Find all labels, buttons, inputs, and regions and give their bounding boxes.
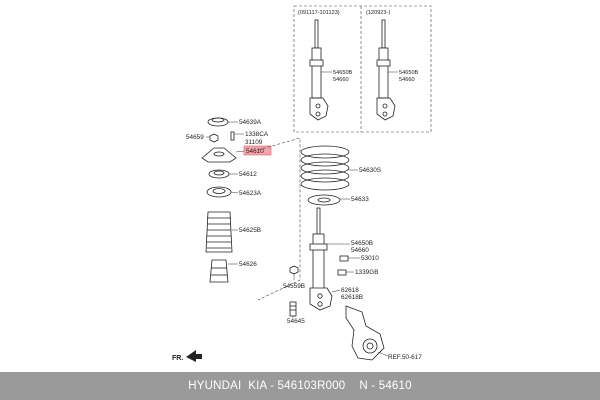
variant-left-part-b: 54660: [333, 77, 349, 83]
label-54659: 54659: [186, 134, 204, 141]
label-54650B: 54650B: [351, 240, 373, 247]
label-54610: 54610: [246, 148, 264, 155]
label-62618: 62618: [341, 287, 359, 294]
strut-variant-right: [376, 19, 396, 121]
coil-spring-54630S: 54630S: [300, 145, 381, 191]
variant-right-part-b: 54660: [399, 77, 415, 83]
nut-54559B: 54559B: [283, 265, 305, 290]
label-54626: 54626: [239, 261, 257, 268]
spring-seat-54623A: 54623A: [206, 186, 262, 198]
strut-assembly: [309, 207, 333, 311]
label-54559B: 54559B: [283, 283, 305, 290]
label-fr: FR.: [172, 355, 183, 362]
strut-mount-54610: 54610: [201, 145, 272, 163]
variant-right-part-a: 54650B: [399, 70, 419, 76]
bracket-53010: 53010: [339, 255, 379, 262]
label-54645: 54645: [287, 318, 305, 325]
front-arrow-icon: [186, 350, 202, 362]
label-54639A: 54639A: [239, 119, 262, 126]
strut-variant-left: [309, 19, 329, 121]
bolt-1339GB: 1339GB: [337, 269, 378, 276]
bearing-54612: 54612: [208, 169, 257, 179]
front-direction-marker: FR.: [172, 350, 202, 362]
variant-left-part-a: 54650B: [333, 70, 353, 76]
dust-boot-54625B: 54625B: [205, 211, 261, 253]
footer-position-number: N - 54610: [359, 380, 412, 392]
assembly-outline: [257, 137, 301, 301]
bolts-1338CA: 1338CA 31109: [230, 131, 269, 146]
label-54625B: 54625B: [239, 227, 261, 234]
bolt-54645: 54645: [287, 301, 305, 325]
steering-knuckle: [345, 305, 385, 361]
variant-label-left: (091117-101123): [298, 10, 340, 16]
footer-brand-part-number: HYUNDAI KIA - 546103R000: [188, 380, 346, 392]
spring-pad-54633: 54633: [307, 194, 369, 206]
highlight-54610: [243, 145, 272, 156]
label-54633: 54633: [351, 196, 369, 203]
label-54623A: 54623A: [239, 190, 262, 197]
footer-bar: HYUNDAI KIA - 546103R000 N - 54610: [0, 372, 600, 400]
variant-panel: (091117-101123) (120923-) 54650B 54660 5…: [293, 5, 432, 133]
variant-label-right: (120923-): [366, 10, 390, 16]
label-1338CA: 1338CA: [245, 131, 269, 138]
bump-stop-54626: 54626: [209, 259, 257, 283]
variant-frame: [293, 5, 432, 133]
label-31109: 31109: [245, 139, 263, 146]
bolt-62618: 62618 62618B: [331, 287, 363, 301]
label-62618B: 62618B: [341, 294, 363, 301]
top-cap-54639A: 54639A: [207, 117, 262, 127]
label-53010: 53010: [361, 255, 379, 262]
label-54660: 54660: [351, 247, 369, 254]
label-54630S: 54630S: [359, 167, 381, 174]
label-ref: REF.50-617: [388, 354, 422, 361]
nut-54659: 54659: [186, 133, 219, 143]
label-1339GB: 1339GB: [355, 269, 378, 276]
parts-diagram: (091117-101123) (120923-) 54650B 54660 5…: [172, 5, 432, 362]
label-54612: 54612: [239, 171, 257, 178]
